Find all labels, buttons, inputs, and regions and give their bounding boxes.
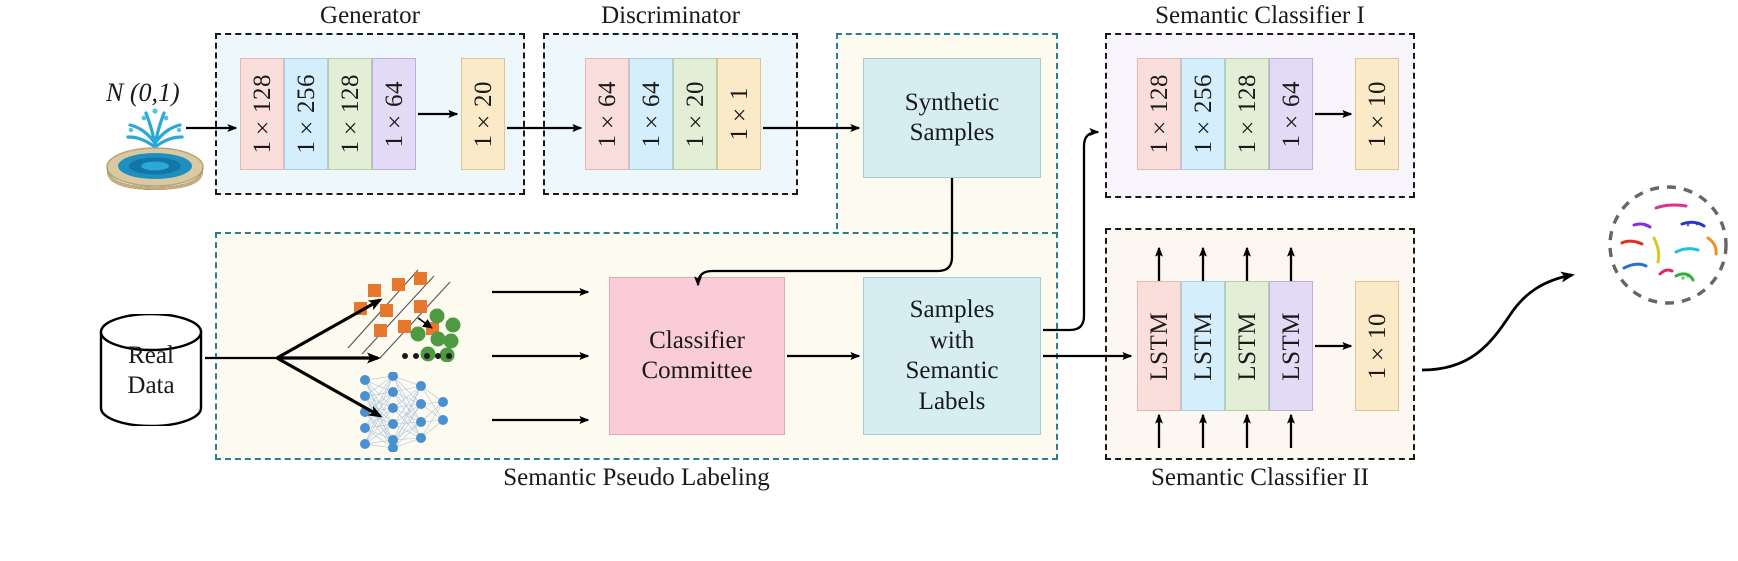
svm-scatter-icon: [347, 269, 461, 362]
generator-output-layer: 1×20: [461, 58, 505, 170]
real-data-line2: Data: [127, 372, 175, 399]
group-pseudo-labeling-title: Semantic Pseudo Labeling: [503, 464, 770, 491]
classifier-1-output-label: 1×10: [1363, 80, 1391, 148]
group-generator-title: Generator: [320, 2, 420, 29]
database-cylinder-icon: [99, 314, 203, 426]
real-data-line1: Real: [128, 342, 174, 369]
discriminator-layer-0-label: 1×64: [593, 80, 621, 148]
classifier-2-layer-0-label: LSTM: [1145, 311, 1173, 381]
classifier-2-output-layer: 1×10: [1355, 281, 1399, 411]
synthetic-samples-line1: Synthetic: [904, 88, 1000, 116]
neural-network-icon: [360, 372, 448, 452]
classifier-2-layer-1-label: LSTM: [1189, 311, 1217, 381]
discriminator-layer-2: 1×20: [673, 58, 717, 170]
fountain-icon: [106, 108, 204, 190]
classifier-1-layer-0: 1×128: [1137, 58, 1181, 170]
group-classifier-2-title: Semantic Classifier II: [1151, 464, 1369, 491]
generator-layer-2-label: 1×128: [336, 74, 364, 154]
classifier-1-layer-3: 1×64: [1269, 58, 1313, 170]
classifier-1-layer-2-label: 1×128: [1233, 74, 1261, 154]
classifier-1-layer-1-label: 1×256: [1189, 74, 1217, 154]
generator-layer-1: 1×256: [284, 58, 328, 170]
discriminator-layer-0: 1×64: [585, 58, 629, 170]
classifier-committee-line1: Classifier: [649, 326, 745, 354]
classifier-1-layer-0-label: 1×128: [1145, 74, 1173, 154]
classifier-committee-line2: Committee: [641, 357, 753, 384]
classifier-1-layer-1: 1×256: [1181, 58, 1225, 170]
classifier-2-layer-3: LSTM: [1269, 281, 1313, 411]
noise-input-label: N (0,1): [106, 78, 180, 107]
classifier-2-layer-2: LSTM: [1225, 281, 1269, 411]
group-discriminator-title: Discriminator: [601, 2, 740, 29]
classifier-2-layer-0: LSTM: [1137, 281, 1181, 411]
synthetic-samples-box: Synthetic Samples: [863, 58, 1041, 178]
signal-cluster-icon: [1608, 185, 1728, 305]
classifier-2-layer-1: LSTM: [1181, 281, 1225, 411]
classifier-2-output-label: 1×10: [1363, 312, 1391, 380]
samples-with-labels-line1: Samples: [909, 296, 995, 323]
samples-with-labels-line4: Labels: [918, 387, 986, 415]
discriminator-layer-1-label: 1×64: [637, 80, 665, 148]
classifier-1-layer-3-label: 1×64: [1277, 80, 1305, 148]
discriminator-layer-2-label: 1×20: [681, 80, 709, 148]
group-classifier-1-title: Semantic Classifier I: [1155, 2, 1365, 29]
ellipsis-icon: [402, 353, 452, 359]
discriminator-layer-3-label: 1×1: [725, 87, 753, 141]
generator-layer-2: 1×128: [328, 58, 372, 170]
real-data-label: Real Data: [97, 341, 205, 401]
generator-output-label: 1×20: [469, 80, 497, 148]
samples-with-labels-line3: Semantic: [905, 357, 999, 384]
samples-with-labels-box: Samples with Semantic Labels: [863, 277, 1041, 435]
classifier-2-layer-2-label: LSTM: [1233, 311, 1261, 381]
classifier-committee-box: Classifier Committee: [609, 277, 785, 435]
generator-layer-0: 1×128: [240, 58, 284, 170]
generator-layer-3: 1×64: [372, 58, 416, 170]
generator-layer-3-label: 1×64: [380, 80, 408, 148]
classifier-2-layer-3-label: LSTM: [1277, 311, 1305, 381]
generator-layer-0-label: 1×128: [248, 74, 276, 154]
samples-with-labels-line2: with: [929, 326, 975, 354]
discriminator-layer-1: 1×64: [629, 58, 673, 170]
classifier-1-output-layer: 1×10: [1355, 58, 1399, 170]
discriminator-layer-3: 1×1: [717, 58, 761, 170]
generator-layer-1-label: 1×256: [292, 74, 320, 154]
synthetic-samples-line2: Samples: [909, 119, 995, 146]
classifier-1-layer-2: 1×128: [1225, 58, 1269, 170]
